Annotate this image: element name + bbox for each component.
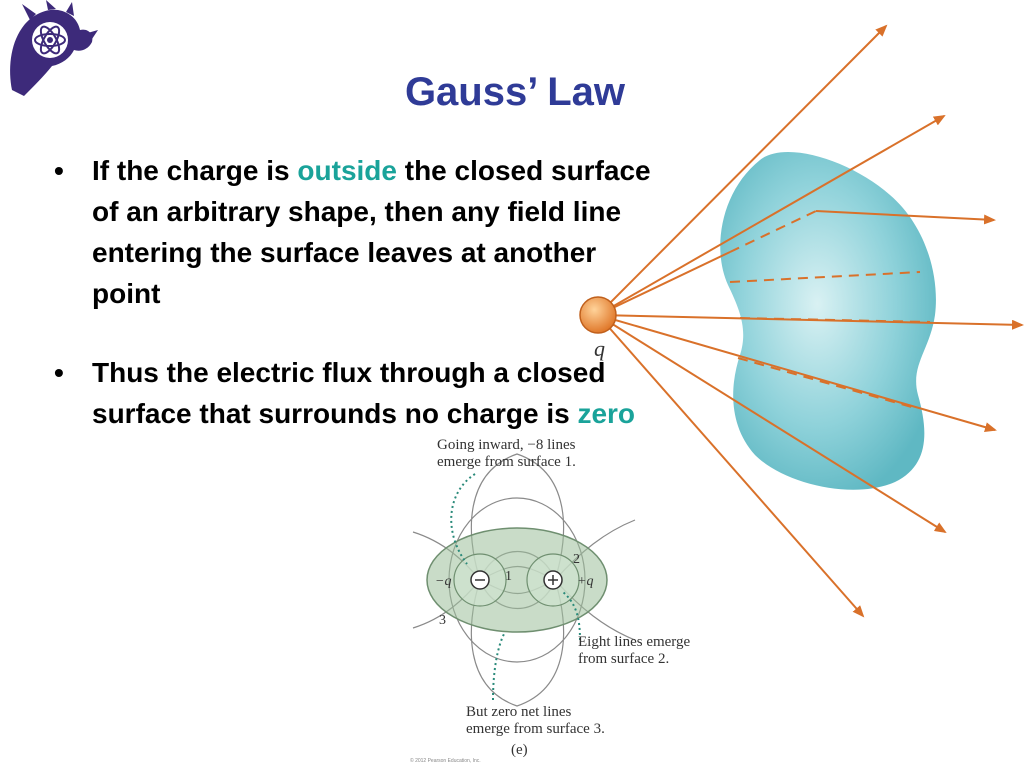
- surface2-label: 2: [573, 552, 580, 567]
- caption-eight-lines: Eight lines emerge from surface 2.: [578, 634, 691, 667]
- bullet-text-rest: the closed surface of an arbitrary shape…: [92, 155, 651, 309]
- panel-label: (e): [511, 742, 528, 758]
- horned-frog-atom-logo: [10, 0, 98, 97]
- dashed-segments: [729, 271, 931, 409]
- neg-charge-label: −q: [435, 574, 451, 589]
- pointer-arrows: [450, 473, 581, 701]
- point-charge: [579, 296, 617, 334]
- pos-charge-label: +q: [577, 574, 593, 589]
- surface1-label: 1: [505, 569, 512, 584]
- slide-title: Gauss’ Law: [404, 70, 626, 114]
- charge-label: q: [594, 336, 605, 361]
- surface-3: [426, 527, 608, 633]
- flux-figure: q: [579, 24, 1024, 618]
- copyright-text: © 2012 Pearson Education, Inc.: [410, 758, 481, 764]
- field-lines: [597, 24, 1024, 618]
- bullet-item: • If the charge is outside the closed su…: [52, 150, 664, 314]
- dipole-surfaces-figure: −q +q 1 2 3 (e): [412, 453, 636, 758]
- bullet-text: If the charge is: [92, 155, 298, 186]
- caption-zero-lines: But zero net lines emerge from surface 3…: [466, 704, 605, 737]
- bullet-item: • Thus the electric flux through a close…: [52, 352, 664, 434]
- surface3-label: 3: [439, 613, 446, 628]
- bullet-marker: •: [54, 155, 64, 186]
- bullet-list: • If the charge is outside the closed su…: [52, 150, 664, 472]
- caption-inward: Going inward, −8 lines emerge from surfa…: [437, 437, 576, 470]
- highlight-outside: outside: [297, 155, 397, 186]
- bullet-text: Thus the electric flux through a closed …: [92, 357, 606, 429]
- highlight-zero: zero: [577, 398, 636, 429]
- bullet-marker: •: [54, 357, 64, 388]
